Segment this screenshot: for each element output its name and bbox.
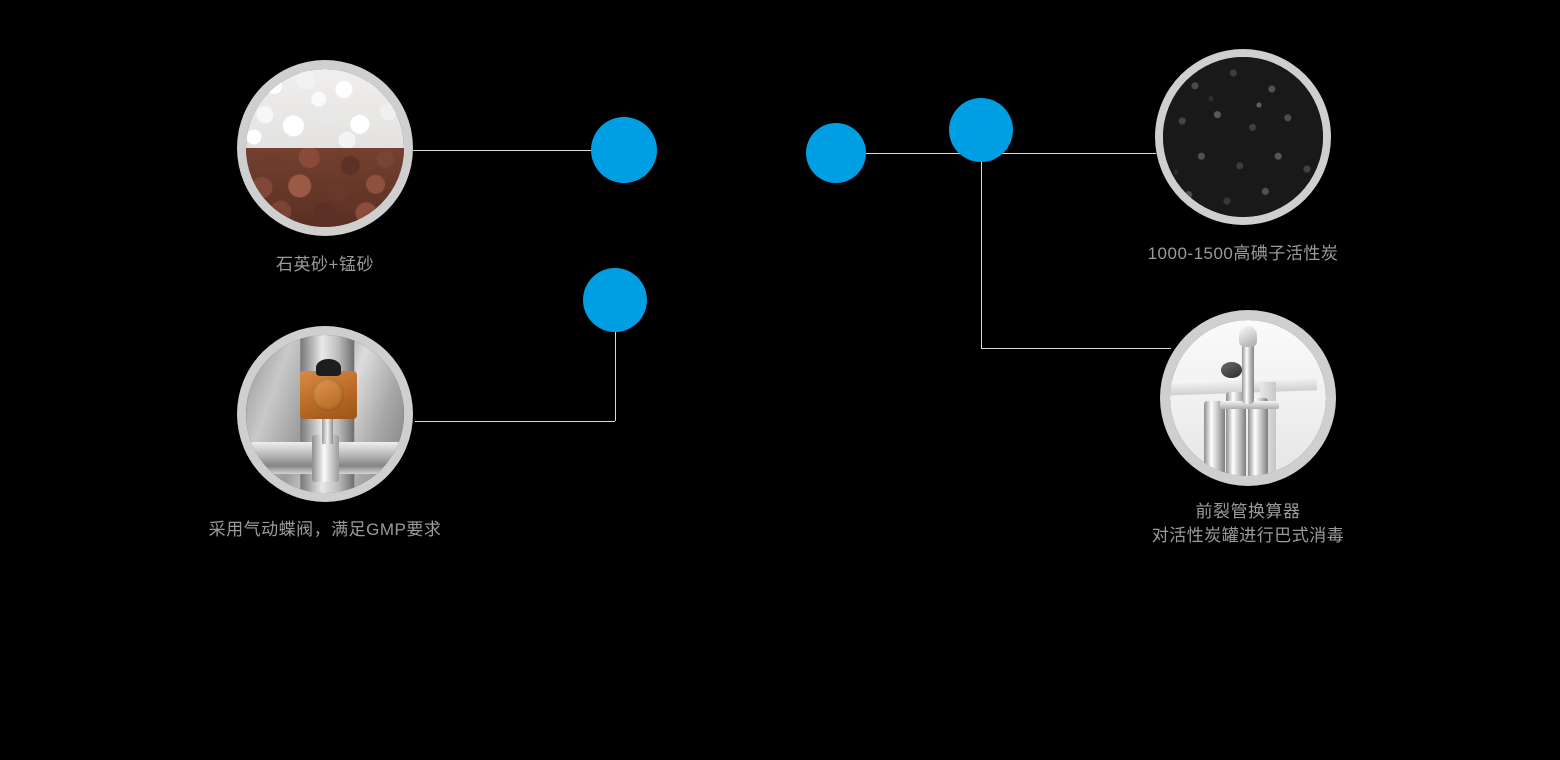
exchanger-clamp-band [1219,401,1280,409]
photo-circle-heat-exchanger[interactable] [1160,310,1336,486]
quartz-sand-and-manganese-sand-photo [246,69,404,227]
manganese-sand-layer [246,148,404,227]
connector-sand-to-marker1 [413,150,624,151]
marker-dot-4[interactable] [949,98,1013,162]
pneumatic-butterfly-valve-photo [246,335,404,493]
caption-pneumatic-butterfly-valve: 采用气动蝶阀，满足GMP要求 [208,520,442,539]
valve-stem [321,418,333,444]
connector-marker4-down [981,130,982,348]
quartz-sand-layer [246,69,404,148]
connector-marker4-to-exchanger [981,348,1171,349]
marker-dot-2[interactable] [583,268,647,332]
marker-dot-1[interactable] [591,117,657,183]
connector-valve-to-marker2 [415,421,615,422]
exchanger-valve-knob [1221,362,1242,378]
activated-carbon-granules [1163,57,1323,217]
marker-dot-3[interactable] [806,123,866,183]
photo-circle-quartz-manganese-sand[interactable] [237,60,413,236]
valve-actuator-body [299,371,357,419]
photo-circle-activated-carbon[interactable] [1155,49,1331,225]
exchanger-pipe-head [1238,326,1258,347]
exchanger-tube-1 [1204,401,1225,476]
activated-carbon-photo [1163,57,1323,217]
caption-activated-carbon: 1000-1500高碘子活性炭 [1147,244,1339,263]
exchanger-tube-3 [1248,398,1269,476]
exchanger-central-pipe [1241,329,1255,405]
caption-quartz-manganese-sand: 石英砂+锰砂 [276,255,374,274]
exchanger-tube-2 [1226,391,1247,476]
caption-heat-exchanger: 前裂管换算器 对活性炭罐进行巴式消毒 [1151,502,1345,545]
photo-circle-pneumatic-butterfly-valve[interactable] [237,326,413,502]
valve-actuator-cap [315,358,341,377]
heat-exchanger-photo [1170,320,1326,476]
connector-marker2-down [615,300,616,421]
